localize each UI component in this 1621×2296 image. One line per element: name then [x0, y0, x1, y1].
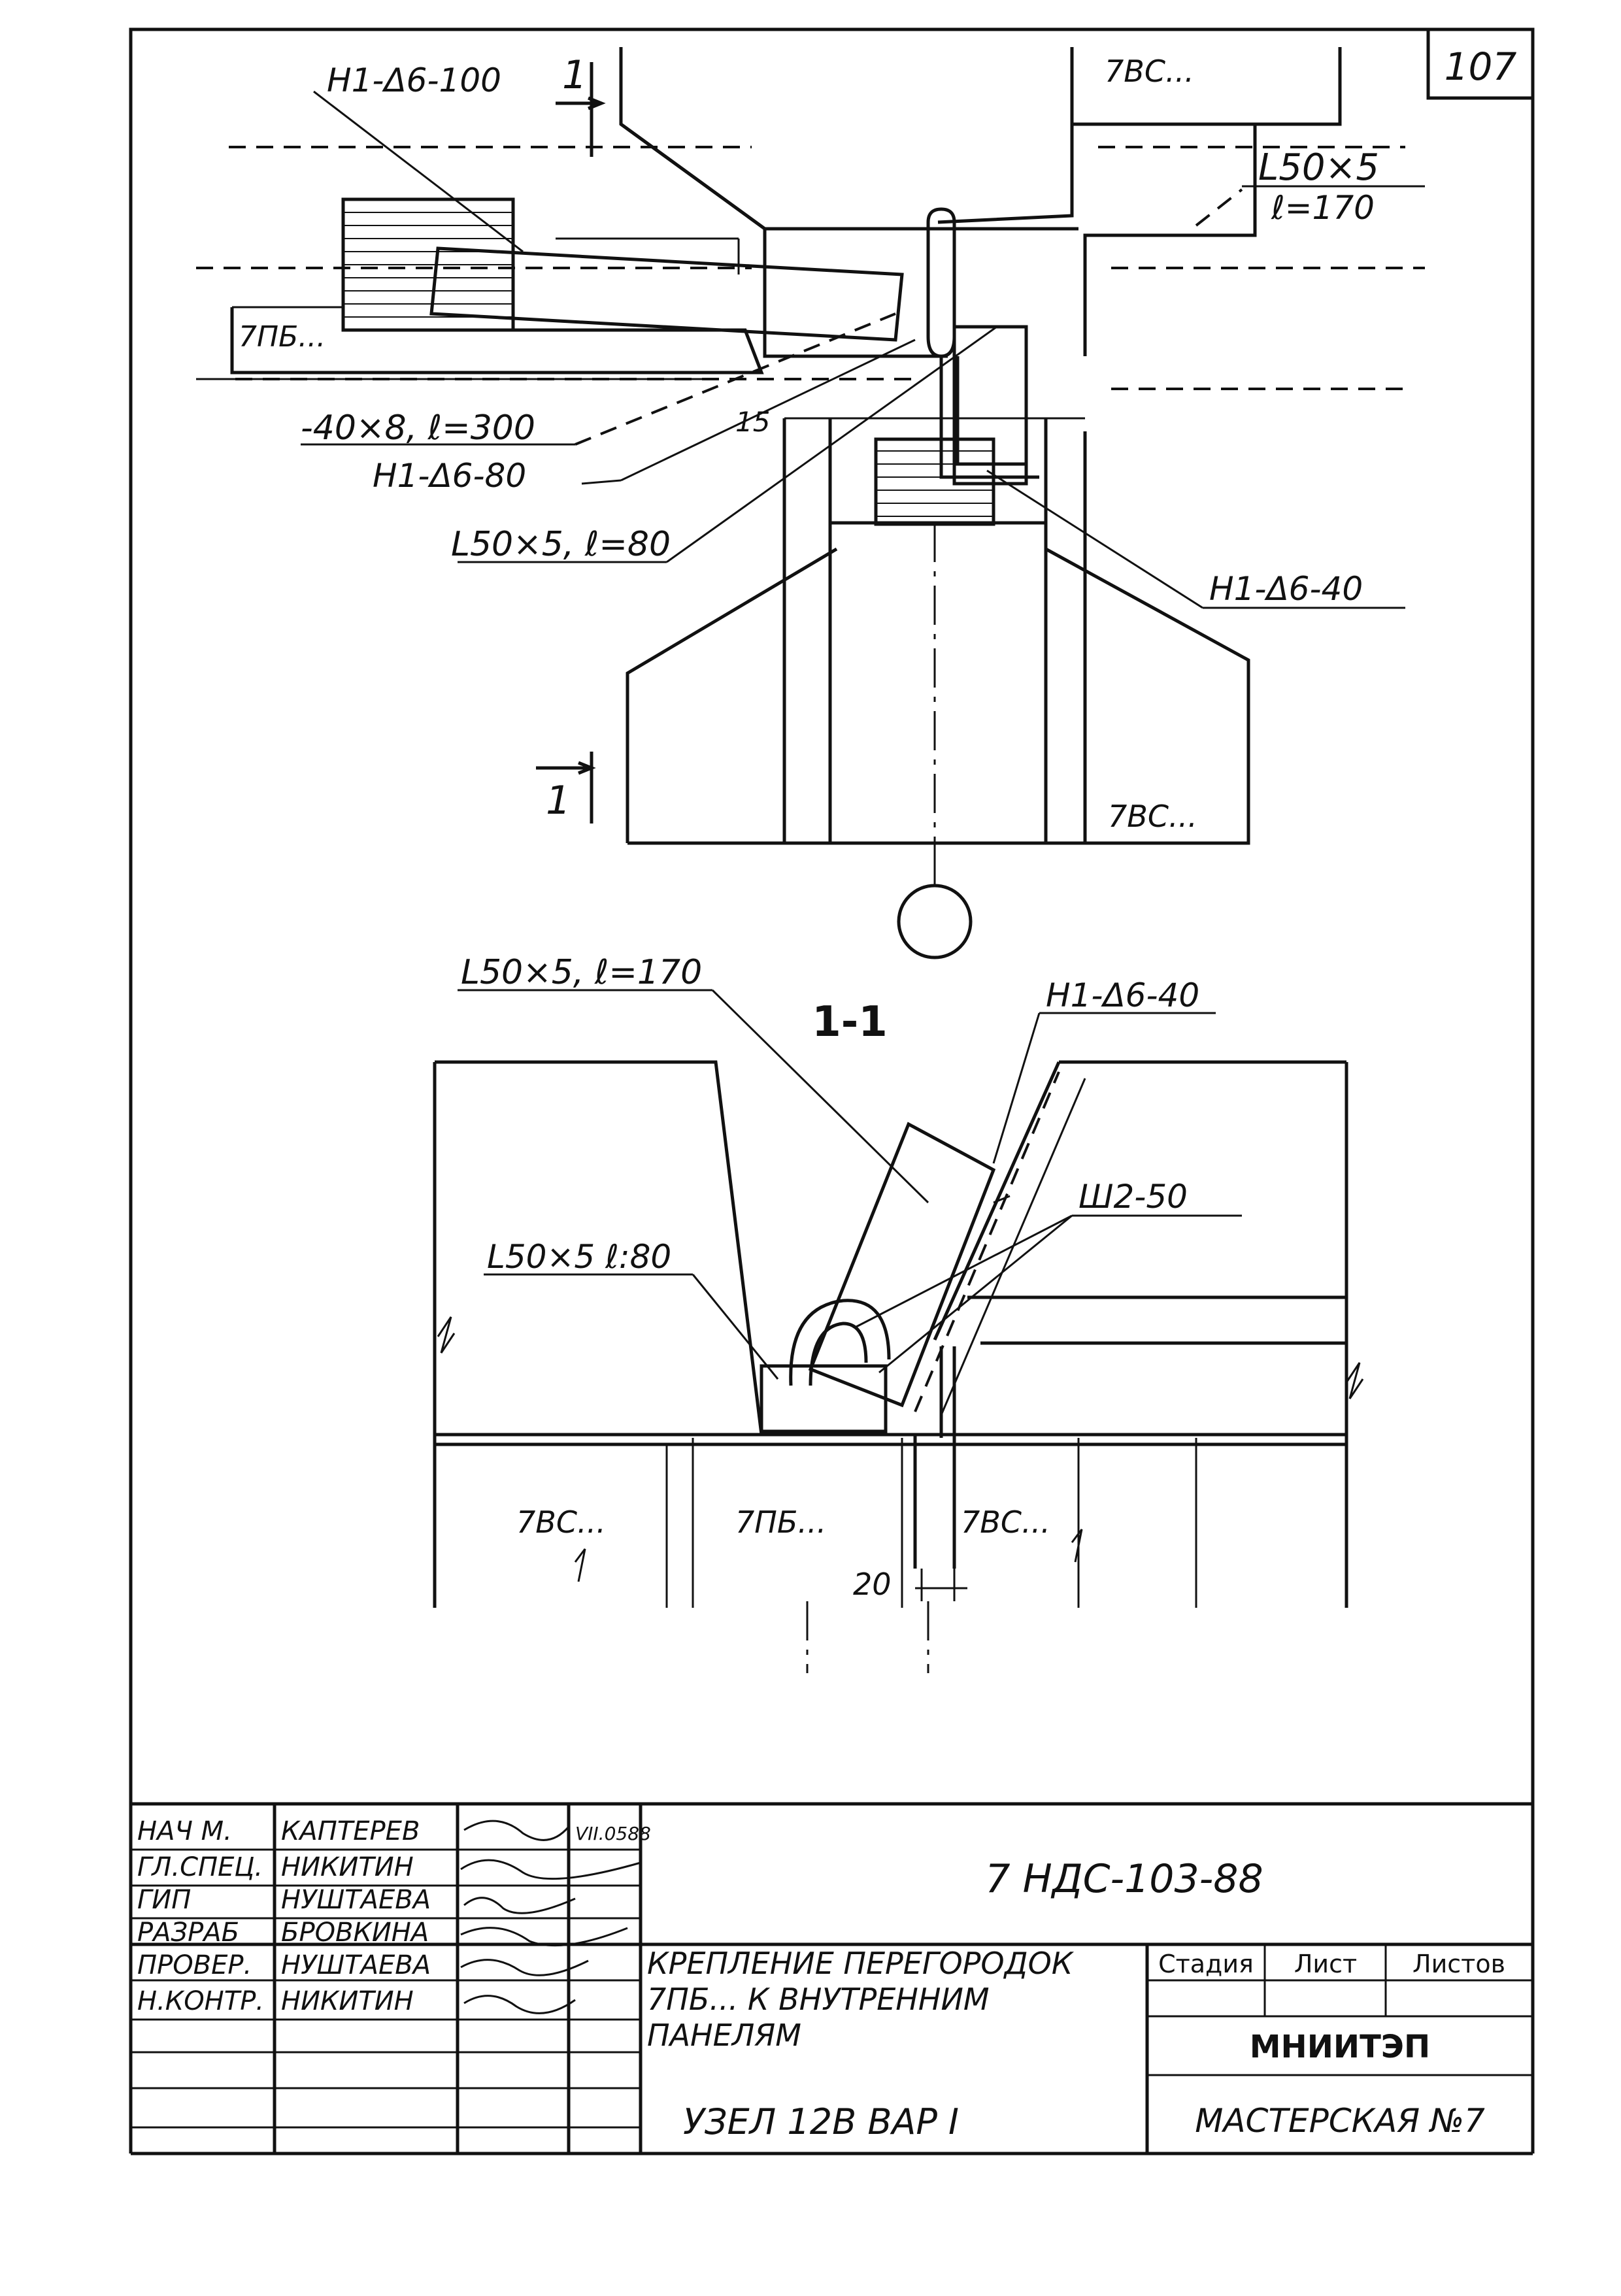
- role-title: Н.КОНТР.: [137, 1986, 264, 2016]
- label-angle-170: L50×5: [1258, 146, 1379, 189]
- label-7pb-section: 7ПБ...: [735, 1505, 826, 1540]
- label-h1-40-section: Н1-Δ6-40: [1046, 976, 1199, 1014]
- org-name: МНИИТЭП: [1250, 2029, 1430, 2065]
- label-7vs-top: 7ВС...: [1105, 54, 1194, 89]
- role-title: НАЧ М.: [137, 1816, 232, 1846]
- partition-7pb: [230, 307, 764, 374]
- role-name: КАПТЕРЕВ: [281, 1816, 420, 1846]
- sheets-label: Листов: [1412, 1950, 1505, 1978]
- label-7vs-left: 7ВС...: [516, 1505, 606, 1540]
- rod-bent: [926, 207, 956, 358]
- label-angle-80-plan: L50×5, ℓ=80: [451, 525, 671, 564]
- label-angle-170-section: L50×5, ℓ=170: [461, 953, 702, 992]
- label-sh2-50: Ш2-50: [1078, 1178, 1188, 1216]
- label-7pb-plan: 7ПБ...: [239, 320, 326, 354]
- axis-bubble: [897, 884, 973, 959]
- role-title: ГИП: [137, 1885, 191, 1915]
- label-angle-80-section: L50×5 ℓ:80: [487, 1238, 671, 1276]
- label-gap-20: 20: [853, 1567, 892, 1602]
- section-angle-170: [808, 1122, 996, 1408]
- lower-panel-7vs: [626, 547, 838, 843]
- angle-80-plan: [952, 325, 1028, 486]
- role-name: БРОВКИНА: [281, 1918, 429, 1948]
- sheet-number: 107: [1445, 44, 1517, 89]
- role-name: НУШТАЕВА: [281, 1950, 431, 1980]
- description-line-2: 7ПБ... К ВНУТРЕННИМ: [647, 1982, 990, 2017]
- label-gap-15: 15: [735, 406, 770, 438]
- description-line-1: КРЕПЛЕНИЕ ПЕРЕГОРОДОК: [647, 1946, 1075, 1981]
- role-name: НИКИТИН: [281, 1852, 414, 1882]
- stage-label: Стадия: [1158, 1950, 1254, 1978]
- label-strip: -40×8, ℓ=300: [301, 408, 535, 448]
- label-h1-40-plan: Н1-Δ6-40: [1209, 570, 1363, 608]
- section-angle-80: [760, 1364, 888, 1433]
- sheet-number-box: [1426, 27, 1535, 100]
- label-h1-80: Н1-Δ6-80: [373, 457, 526, 495]
- role-name: НУШТАЕВА: [281, 1885, 431, 1915]
- upper-panel-right-edge: [1072, 122, 1257, 356]
- label-angle-170-length: ℓ=170: [1271, 189, 1375, 227]
- role-name: НИКИТИН: [281, 1986, 414, 2016]
- drawing-frame: [129, 27, 1535, 1946]
- label-7vs-bottom: 7ВС...: [1108, 799, 1197, 834]
- node-label: УЗЕЛ 12В ВАР I: [683, 2101, 959, 2142]
- lower-block-hatched: [874, 437, 995, 526]
- section-title: 1-1: [812, 998, 888, 1046]
- doc-code: 7 НДС-103-88: [985, 1856, 1263, 1902]
- section-view: 1-1: [433, 953, 1364, 1673]
- signatures: [460, 1820, 641, 2014]
- role-title: РАЗРАБ: [137, 1918, 239, 1948]
- steel-strip: [429, 246, 904, 342]
- role-title: ПРОВЕР.: [137, 1950, 252, 1980]
- workshop-name: МАСТЕРСКАЯ №7: [1195, 2102, 1485, 2140]
- description-line-3: ПАНЕЛЯМ: [647, 2018, 801, 2053]
- cut-label-bottom: 1: [546, 778, 571, 824]
- section-rod: [789, 1299, 891, 1386]
- role-date: VII.0588: [575, 1823, 651, 1844]
- section-left-wall: [435, 1060, 763, 1435]
- plan-view: 1 1 Н1-Δ6-100 7ВС... L50×5 ℓ=170 7ПБ... …: [196, 47, 1425, 959]
- role-title: ГЛ.СПЕЦ.: [137, 1852, 263, 1882]
- label-7vs-right: 7ВС...: [961, 1505, 1050, 1540]
- label-h1-100: Н1-Δ6-100: [327, 61, 501, 99]
- sheet-label: Лист: [1294, 1950, 1357, 1978]
- cut-label-top: 1: [562, 52, 587, 98]
